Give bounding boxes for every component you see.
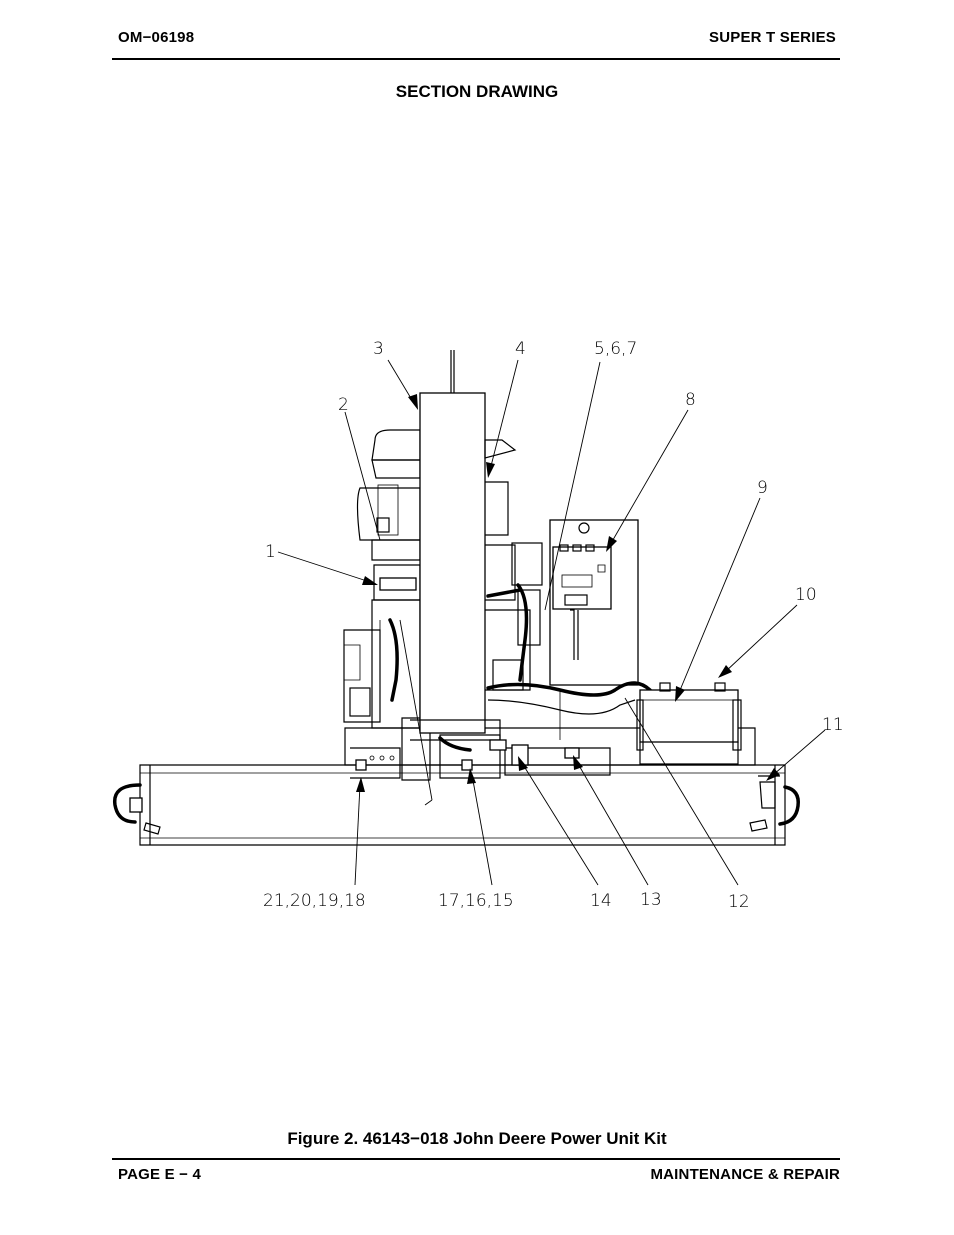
- callout-8: 8: [685, 390, 696, 410]
- callout-17-16-15: 17,16,15: [438, 891, 514, 911]
- callout-4: 4: [515, 339, 526, 359]
- series-name: SUPER T SERIES: [709, 29, 836, 46]
- header-rule: [112, 58, 840, 60]
- callout-1: 1: [265, 542, 276, 562]
- callout-3: 3: [373, 339, 384, 359]
- callout-12: 12: [728, 892, 750, 912]
- callout-14: 14: [590, 891, 612, 911]
- callout-10: 10: [795, 585, 817, 605]
- callout-leaders: [277, 359, 826, 886]
- engine-block: [343, 429, 421, 729]
- callout-13: 13: [640, 890, 662, 910]
- callout-5-6-7: 5,6,7: [594, 339, 637, 359]
- rail-hardware: [355, 744, 580, 771]
- figure-caption: Figure 2. 46143−018 John Deere Power Uni…: [287, 1129, 667, 1148]
- vertical-panel: [410, 350, 543, 752]
- callout-2: 2: [338, 395, 349, 415]
- callout-11: 11: [822, 715, 844, 735]
- base-skid: [112, 764, 800, 846]
- footer-rule: [112, 1158, 840, 1160]
- callout-9: 9: [757, 478, 768, 498]
- document-number: OM−06198: [118, 29, 195, 46]
- footer-section: MAINTENANCE & REPAIR: [650, 1166, 840, 1183]
- control-enclosure: [549, 519, 639, 686]
- wiring-harness: [486, 681, 652, 740]
- page-number: PAGE E − 4: [118, 1166, 202, 1183]
- section-title: SECTION DRAWING: [395, 82, 559, 101]
- callout-labels: 1 2 3 4 5,6,7 8 9 10 11 12 13 14 17,16,1…: [263, 339, 844, 912]
- battery: [636, 682, 742, 765]
- callout-21-20-19-18: 21,20,19,18: [263, 891, 366, 911]
